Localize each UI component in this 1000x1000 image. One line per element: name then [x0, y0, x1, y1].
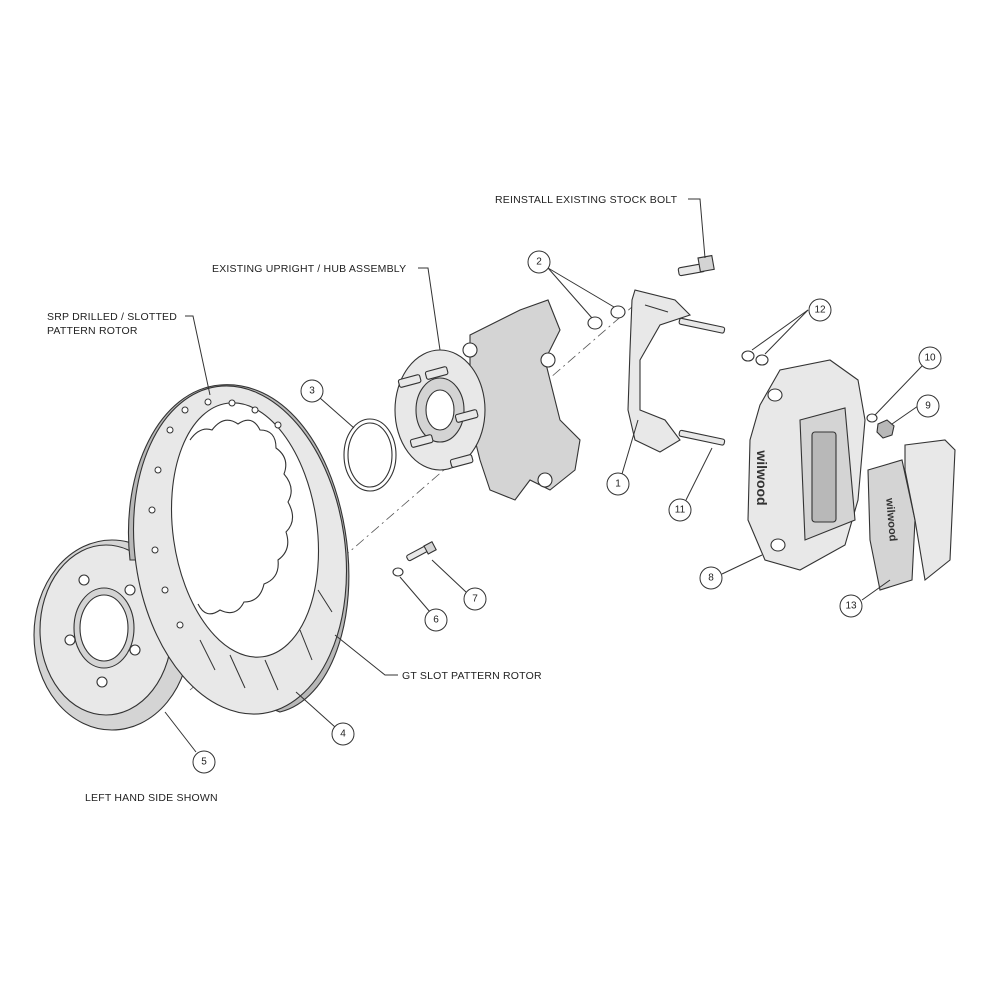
svg-text:3: 3	[309, 386, 315, 397]
leader-reinstall-bolt	[688, 198, 706, 259]
callout-3: 3	[300, 379, 324, 403]
label-left-hand-side: LEFT HAND SIDE SHOWN	[85, 792, 218, 804]
callout-11: 11	[668, 498, 692, 522]
rotor-ring	[127, 384, 350, 715]
label-gt-slot-rotor: GT SLOT PATTERN ROTOR	[402, 670, 542, 682]
label-upright-hub: EXISTING UPRIGHT / HUB ASSEMBLY	[212, 263, 406, 275]
svg-text:13: 13	[845, 601, 857, 612]
callout-7: 7	[463, 587, 487, 611]
callout-4: 4	[331, 722, 355, 746]
label-srp-rotor-1: SRP DRILLED / SLOTTED	[47, 311, 177, 323]
callout-5: 5	[192, 750, 216, 774]
callout-12: 12	[808, 298, 832, 322]
bracket-studs	[678, 317, 726, 446]
callout-9: 9	[916, 394, 940, 418]
svg-text:11: 11	[675, 505, 686, 516]
svg-text:7: 7	[472, 594, 478, 605]
leader-upright-hub	[418, 267, 441, 351]
caliper-logo: wilwood	[754, 449, 770, 505]
callout-10: 10	[918, 346, 942, 370]
caliper: wilwood	[747, 359, 866, 571]
label-reinstall-stock-bolt: REINSTALL EXISTING STOCK BOLT	[495, 194, 678, 206]
upright-hub-assembly	[394, 299, 581, 501]
callout-13: 13	[839, 594, 863, 618]
brake-pads: wilwood	[867, 439, 956, 591]
label-srp-rotor-2: PATTERN ROTOR	[47, 325, 138, 337]
wheel-studs	[397, 366, 479, 468]
stock-bolt	[677, 254, 715, 277]
bolt-and-washer	[392, 541, 437, 577]
svg-text:9: 9	[925, 401, 931, 412]
svg-text:10: 10	[924, 353, 936, 364]
svg-text:4: 4	[340, 729, 346, 740]
svg-text:8: 8	[708, 573, 714, 584]
callout-6: 6	[424, 608, 448, 632]
svg-text:5: 5	[201, 757, 207, 768]
o-ring	[343, 418, 397, 492]
callout-8: 8	[699, 566, 723, 590]
callout-2: 2	[527, 250, 551, 274]
leader-srp-rotor	[185, 315, 211, 396]
leader-gt-slot	[334, 634, 398, 676]
shims	[587, 305, 626, 330]
svg-text:12: 12	[814, 305, 826, 316]
svg-text:2: 2	[536, 257, 542, 268]
svg-text:6: 6	[433, 615, 439, 626]
nut-and-washer	[866, 413, 895, 439]
pad-logo: wilwood	[883, 497, 899, 542]
caliper-bracket	[627, 289, 692, 453]
caliper-washers	[741, 350, 769, 366]
callout-1: 1	[606, 472, 630, 496]
svg-text:1: 1	[615, 479, 621, 490]
